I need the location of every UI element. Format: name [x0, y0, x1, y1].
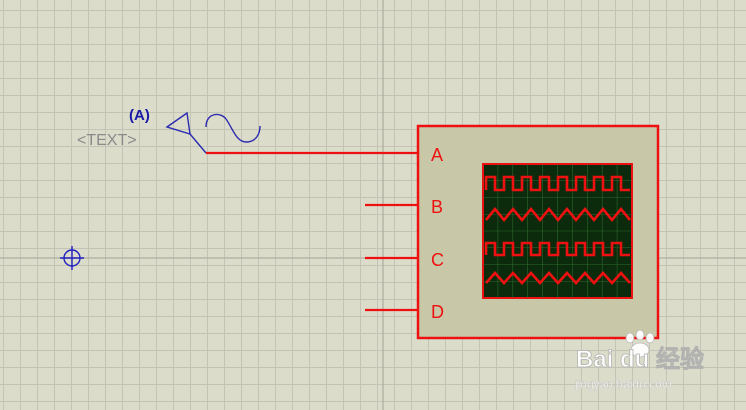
generator-label: (A) [129, 107, 150, 124]
channel-label-c: C [431, 250, 444, 270]
origin-marker-icon[interactable] [60, 246, 84, 270]
trace-a [484, 175, 630, 192]
trace-d [485, 271, 631, 285]
oscilloscope-screen-icon [482, 163, 633, 299]
baidu-watermark: Bai du 经验 jingyan.baidu.com [574, 329, 704, 391]
trace-c [484, 241, 630, 257]
trace-b [484, 206, 632, 223]
paw-icon [625, 329, 655, 358]
channel-label-a: A [431, 145, 443, 165]
signal-generator-icon[interactable] [165, 111, 261, 154]
watermark-url: jingyan.baidu.com [574, 377, 672, 391]
watermark-brand: Bai du 经验 [576, 345, 704, 373]
channel-label-b: B [431, 197, 443, 217]
generator-text-placeholder[interactable]: <TEXT> [77, 132, 137, 149]
channel-label-d: D [431, 302, 444, 322]
